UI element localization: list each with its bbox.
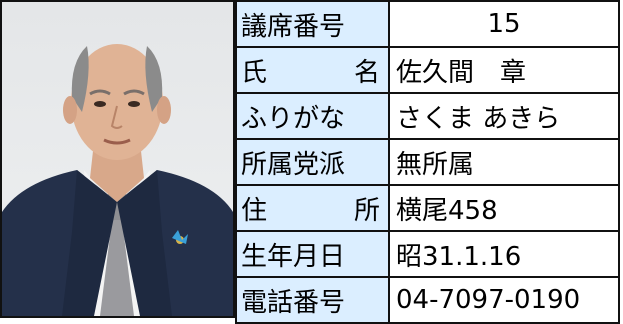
table-row-phone: 電話番号 04-7097-0190 xyxy=(235,276,620,324)
address-value: 横尾458 xyxy=(388,184,620,232)
party-value: 無所属 xyxy=(388,138,620,186)
name-value: 佐久間 章 xyxy=(388,46,620,94)
address-label-text: 住所 xyxy=(241,195,380,226)
portrait-image xyxy=(2,2,233,316)
table-row-address: 住所 横尾458 xyxy=(235,184,620,232)
phone-value: 04-7097-0190 xyxy=(388,276,620,324)
address-label: 住所 xyxy=(235,184,390,232)
member-photo xyxy=(0,0,235,318)
name-label: 氏名 xyxy=(235,46,390,94)
table-row-seat-number: 議席番号 15 xyxy=(235,0,620,48)
furigana-label: ふりがな xyxy=(235,92,390,140)
table-row-party: 所属党派 無所属 xyxy=(235,138,620,186)
seat-number-label: 議席番号 xyxy=(235,0,390,48)
table-row-furigana: ふりがな さくま あきら xyxy=(235,92,620,140)
furigana-value: さくま あきら xyxy=(388,92,620,140)
birthdate-value: 昭31.1.16 xyxy=(388,230,620,278)
birthdate-label: 生年月日 xyxy=(235,230,390,278)
party-label: 所属党派 xyxy=(235,138,390,186)
member-info-table: 議席番号 15 氏名 佐久間 章 ふりがな さくま あきら 所属党派 無所属 住… xyxy=(235,0,620,324)
seat-number-value: 15 xyxy=(388,0,620,48)
table-row-birthdate: 生年月日 昭31.1.16 xyxy=(235,230,620,278)
phone-label: 電話番号 xyxy=(235,276,390,324)
name-label-text: 氏名 xyxy=(241,57,380,88)
table-row-name: 氏名 佐久間 章 xyxy=(235,46,620,94)
